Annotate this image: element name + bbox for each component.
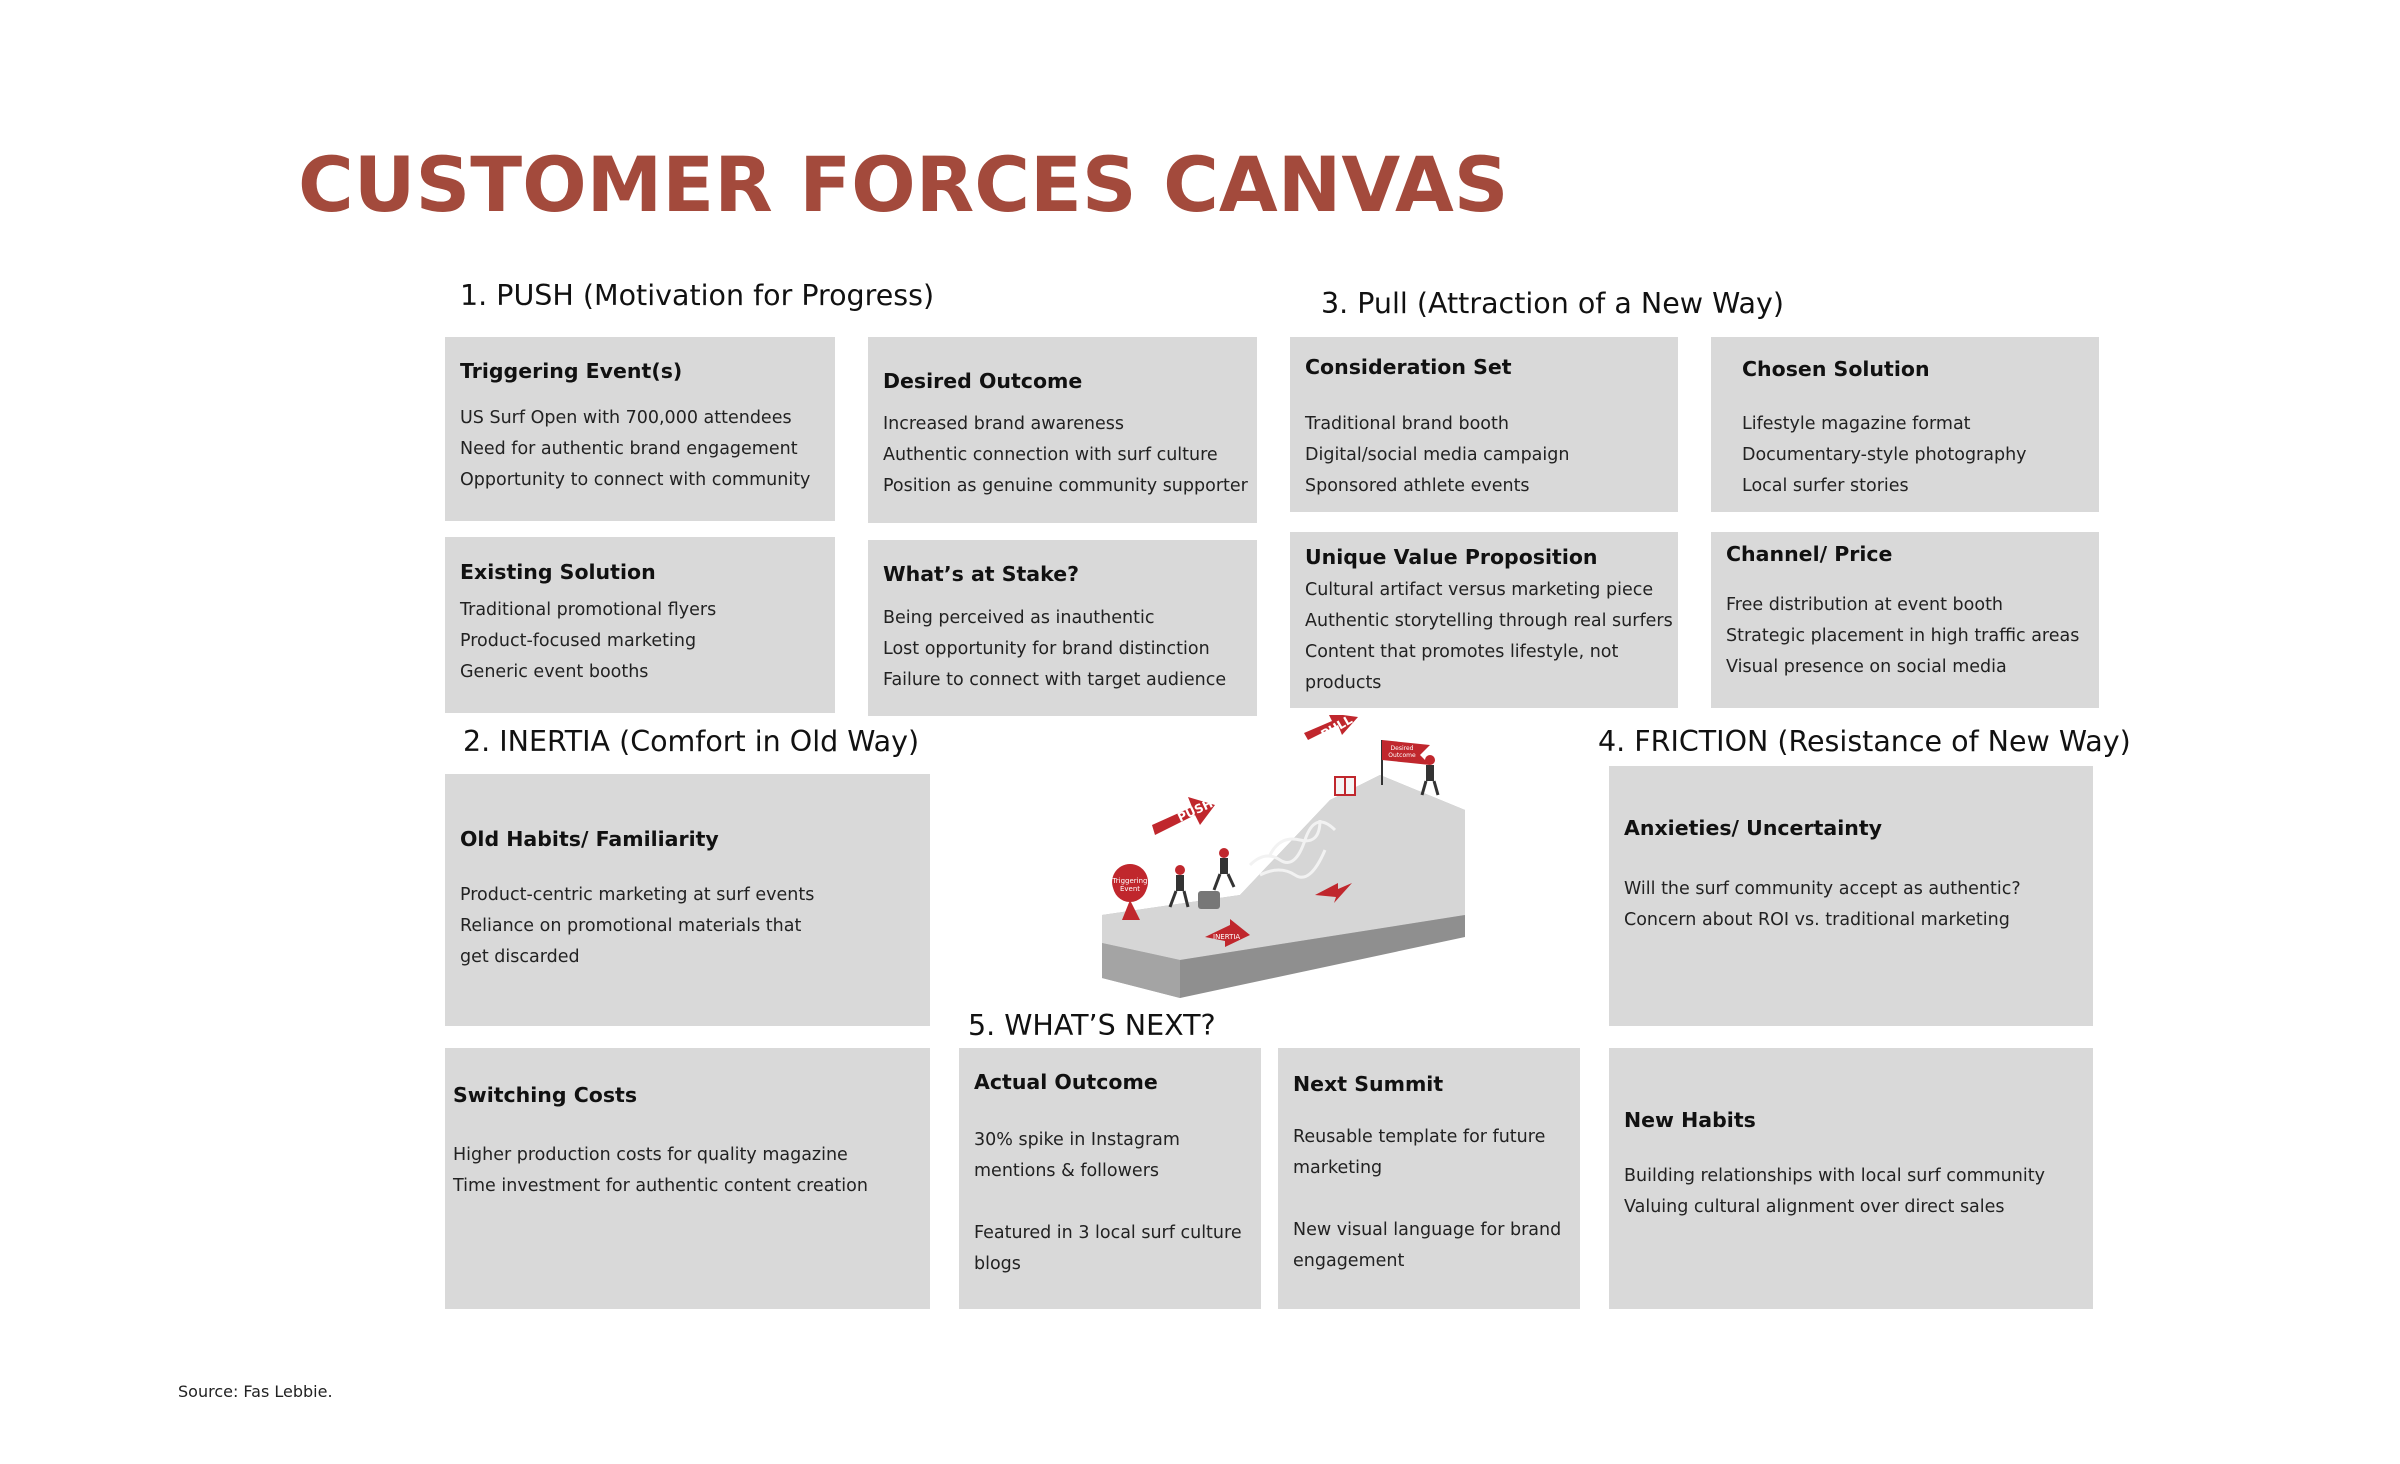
box-title: New Habits (1624, 1108, 1756, 1132)
list-item: Increased brand awareness (883, 414, 1124, 434)
pull-arrow-icon: PULL (1304, 715, 1358, 742)
page-title: CUSTOMER FORCES CANVAS (298, 140, 1509, 229)
list-item: engagement (1293, 1251, 1405, 1271)
list-item: Authentic connection with surf culture (883, 445, 1218, 465)
box-title: Desired Outcome (883, 369, 1083, 393)
channel-price-box: Channel/ Price Free distribution at even… (1711, 532, 2099, 708)
trigger-label-2: Event (1120, 885, 1140, 893)
box-title: Consideration Set (1305, 355, 1512, 379)
list-item: Valuing cultural alignment over direct s… (1624, 1197, 2005, 1217)
chosen-solution-box: Chosen Solution Lifestyle magazine forma… (1711, 337, 2099, 512)
anxieties-box: Anxieties/ Uncertainty Will the surf com… (1609, 766, 2093, 1026)
list-item: Digital/social media campaign (1305, 445, 1570, 465)
list-item: Cultural artifact versus marketing piece (1305, 580, 1654, 600)
pull-arrow-label: PULL (1319, 715, 1356, 742)
box-title: Actual Outcome (974, 1070, 1158, 1094)
old-habits-box: Old Habits/ Familiarity Product-centric … (445, 774, 930, 1026)
push-arrow-icon: PUSH (1152, 796, 1215, 835)
list-item: Opportunity to connect with community (460, 470, 811, 490)
list-item: Lost opportunity for brand distinction (883, 639, 1210, 659)
list-item: Documentary-style photography (1742, 445, 2027, 465)
list-item: Traditional promotional flyers (460, 600, 717, 620)
list-item: mentions & followers (974, 1161, 1160, 1181)
list-item: US Surf Open with 700,000 attendees (460, 408, 792, 428)
list-item: Product-focused marketing (460, 631, 697, 651)
list-item: Reusable template for future (1293, 1127, 1546, 1147)
list-item (1293, 1184, 1574, 1215)
list-item: Time investment for authentic content cr… (453, 1176, 868, 1196)
list-item: Generic event booths (460, 662, 649, 682)
next-summit-box: Next Summit Reusable template for future… (1278, 1048, 1580, 1309)
pull-heading: 3. Pull (Attraction of a New Way) (1321, 287, 1784, 320)
list-item: Free distribution at event booth (1726, 595, 2004, 615)
list-item: Being perceived as inauthentic (883, 608, 1155, 628)
list-item: Featured in 3 local surf culture (974, 1223, 1242, 1243)
unique-value-proposition-box: Unique Value Proposition Cultural artifa… (1290, 532, 1678, 708)
gift-icon (1334, 776, 1356, 796)
box-title: Old Habits/ Familiarity (460, 827, 719, 851)
climber-icon (1420, 755, 1440, 796)
list-item: Authentic storytelling through real surf… (1305, 611, 1673, 631)
box-title: Chosen Solution (1742, 357, 1930, 381)
triggering-event-box: Triggering Event(s) US Surf Open with 70… (445, 337, 835, 521)
box-title: Triggering Event(s) (460, 359, 683, 383)
list-item: Higher production costs for quality maga… (453, 1145, 848, 1165)
friction-arrow-icon (1315, 883, 1352, 903)
box-title: Unique Value Proposition (1305, 545, 1598, 569)
list-item: Failure to connect with target audience (883, 670, 1227, 690)
whats-next-heading: 5. WHAT’S NEXT? (968, 1009, 1216, 1042)
climber-icon (1168, 865, 1190, 908)
list-item: Traditional brand booth (1305, 414, 1509, 434)
list-item: Will the surf community accept as authen… (1624, 879, 2021, 899)
existing-solution-box: Existing Solution Traditional promotiona… (445, 537, 835, 713)
outcome-label-2: Outcome (1388, 752, 1416, 759)
desired-outcome-flag-icon: Desired Outcome (1381, 740, 1430, 785)
inertia-heading: 2. INERTIA (Comfort in Old Way) (463, 725, 920, 758)
trigger-label-1: Triggering (1112, 877, 1148, 885)
box-title: Anxieties/ Uncertainty (1624, 816, 1882, 840)
whats-at-stake-box: What’s at Stake? Being perceived as inau… (868, 540, 1257, 716)
list-item: Local surfer stories (1742, 476, 1909, 496)
box-title: What’s at Stake? (883, 562, 1080, 586)
list-item: Lifestyle magazine format (1742, 414, 1971, 434)
list-item: New visual language for brand (1293, 1220, 1562, 1240)
box-title: Next Summit (1293, 1072, 1444, 1096)
list-item: 30% spike in Instagram (974, 1130, 1180, 1150)
outcome-label-1: Desired (1391, 745, 1414, 752)
source-note: Source: Fas Lebbie. (178, 1382, 333, 1401)
new-habits-box: New Habits Building relationships with l… (1609, 1048, 2093, 1309)
actual-outcome-box: Actual Outcome 30% spike in Instagram me… (959, 1048, 1261, 1309)
hill-climb-illustration: PUSH PULL INERTIA Triggering Event (1102, 715, 1465, 998)
friction-heading: 4. FRICTION (Resistance of New Way) (1598, 725, 2131, 758)
switching-costs-box: Switching Costs Higher production costs … (445, 1048, 930, 1309)
luggage-icon (1198, 891, 1220, 909)
list-item (974, 1187, 1255, 1218)
list-item: Visual presence on social media (1726, 657, 2007, 677)
triggering-event-marker-icon: Triggering Event (1112, 864, 1149, 920)
list-item: Strategic placement in high traffic area… (1726, 626, 2080, 646)
climber-icon (1212, 848, 1236, 891)
list-item: Reliance on promotional materials that (460, 916, 802, 936)
consideration-set-box: Consideration Set Traditional brand boot… (1290, 337, 1678, 512)
box-title: Channel/ Price (1726, 542, 1893, 566)
push-heading: 1. PUSH (Motivation for Progress) (460, 279, 935, 312)
list-item: get discarded (460, 947, 580, 967)
list-item: Position as genuine community supporter (883, 476, 1248, 496)
list-item: marketing (1293, 1158, 1383, 1178)
list-item: blogs (974, 1254, 1021, 1274)
inertia-arrow-label: INERTIA (1213, 933, 1240, 941)
list-item: Product-centric marketing at surf events (460, 885, 815, 905)
list-item: Content that promotes lifestyle, not (1305, 642, 1619, 662)
list-item: Need for authentic brand engagement (460, 439, 798, 459)
list-item: Sponsored athlete events (1305, 476, 1530, 496)
box-title: Switching Costs (453, 1083, 638, 1107)
desired-outcome-box: Desired Outcome Increased brand awarenes… (868, 337, 1257, 523)
list-item: Building relationships with local surf c… (1624, 1166, 2045, 1186)
hill-shape (1102, 775, 1465, 998)
box-title: Existing Solution (460, 560, 656, 584)
inertia-arrow-icon: INERTIA (1205, 919, 1250, 947)
list-item: products (1305, 673, 1382, 693)
list-item: Concern about ROI vs. traditional market… (1624, 910, 2010, 930)
